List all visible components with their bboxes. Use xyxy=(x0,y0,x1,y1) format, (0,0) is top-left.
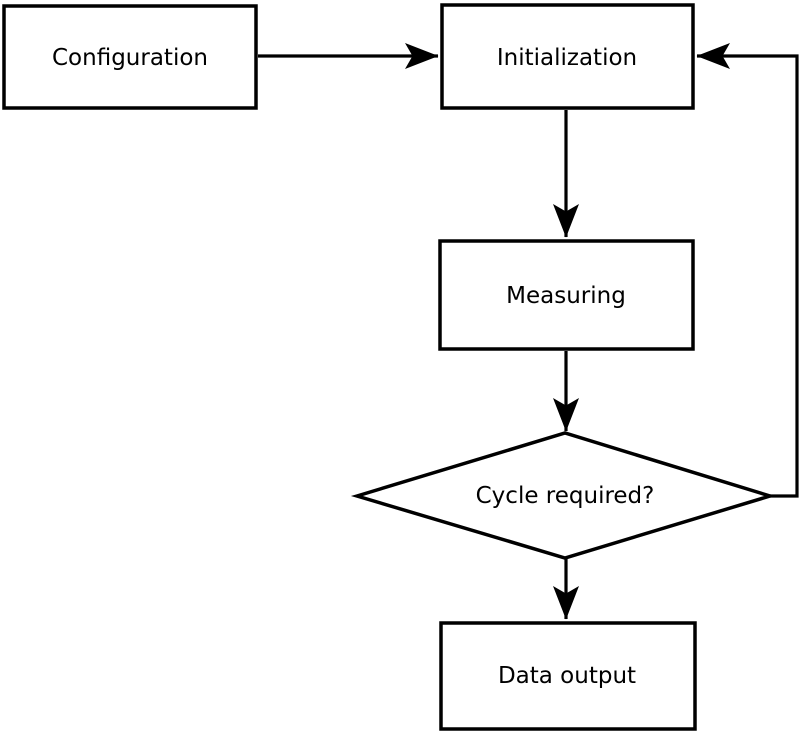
node-cycle-required-shape xyxy=(350,431,777,560)
node-configuration-shape xyxy=(2,4,258,110)
node-cycle-required: Cycle required? xyxy=(350,431,777,560)
node-initialization: Initialization xyxy=(440,3,695,110)
edge-group xyxy=(258,43,799,620)
node-data-output: Data output xyxy=(439,621,697,731)
node-configuration: Configuration xyxy=(2,4,258,110)
node-data-output-label: Data output xyxy=(498,663,636,689)
node-data-output-shape xyxy=(439,621,697,731)
node-cycle-required-label: Cycle required? xyxy=(476,483,655,509)
arrow-cycle-required-loop-to-initialization xyxy=(696,43,799,498)
node-configuration-label: Configuration xyxy=(52,45,208,71)
node-measuring-label: Measuring xyxy=(506,283,626,309)
node-initialization-shape xyxy=(440,3,695,110)
node-initialization-label: Initialization xyxy=(497,45,637,71)
node-measuring-shape xyxy=(438,239,695,351)
node-measuring: Measuring xyxy=(438,239,695,351)
